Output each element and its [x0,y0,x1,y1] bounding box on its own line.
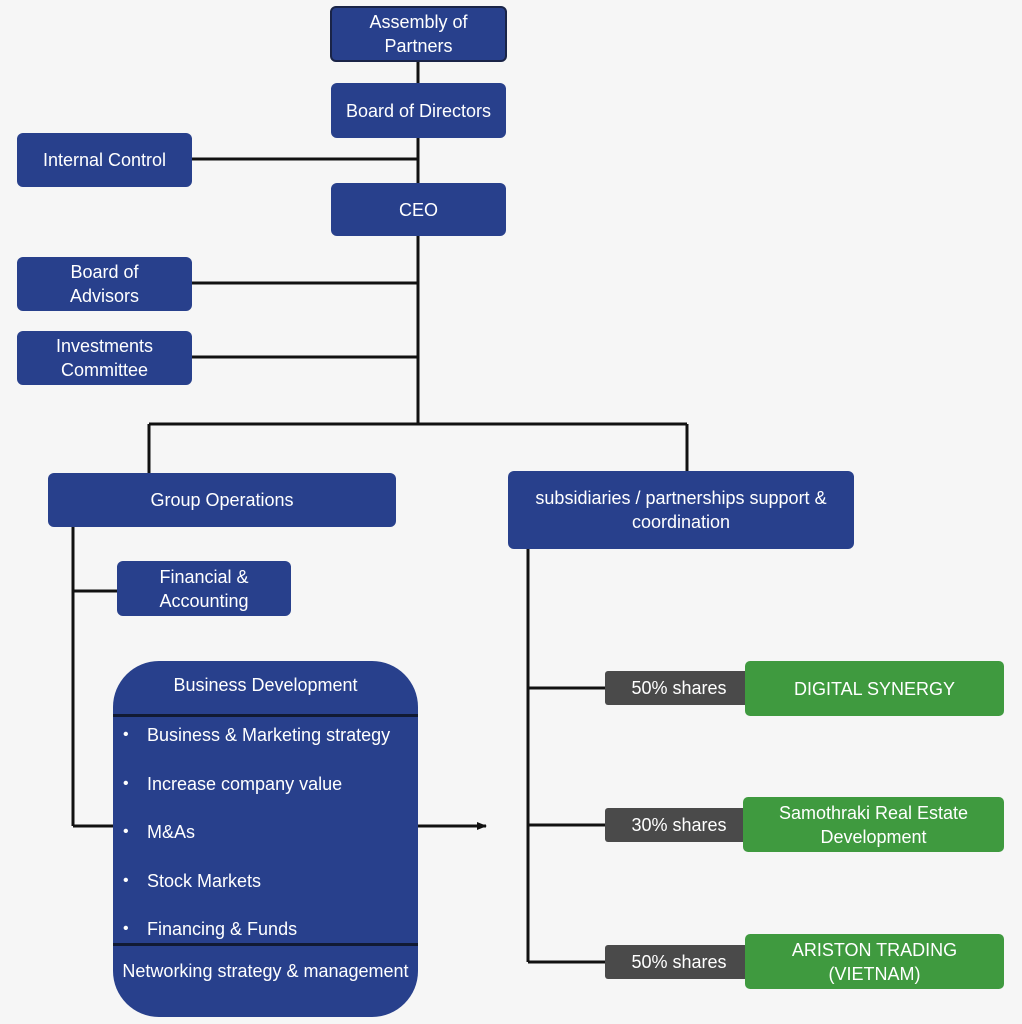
list-item-label: M&As [147,822,196,843]
subsidiary-digital-synergy: DIGITAL SYNERGY [745,661,1004,716]
list-item-label: Business & Marketing strategy [147,725,391,745]
share-badge-ariston: 50% shares [605,945,753,979]
board-of-advisors-box: Board of Advisors [17,257,192,311]
bullet-icon: • [123,823,129,841]
list-item-label: Increase company value [147,773,343,794]
bullet-icon: • [123,774,129,792]
business-development-panel: Business Development • Business & Marketi… [113,661,418,1017]
subsidiary-samothraki: Samothraki Real Estate Development [743,797,1004,852]
subsidiaries-support-box: subsidiaries / partnerships support & co… [508,471,854,549]
business-development-title: Business Development [173,675,358,695]
list-item: • Increase company value [113,768,418,817]
business-development-list: • Business & Marketing strategy • Increase… [113,719,418,962]
group-operations-box: Group Operations [48,473,396,527]
internal-control-box: Internal Control [17,133,192,187]
business-development-footer: Networking strategy & management [122,961,409,981]
share-badge-digital-synergy: 50% shares [605,671,753,705]
bullet-icon: • [123,871,129,889]
list-item: • M&As [113,816,418,865]
list-item: • Stock Markets [113,865,418,914]
list-item-label: Financing & Funds [147,919,298,940]
business-development-top-divider [113,714,418,717]
assembly-of-partners-box: Assembly of Partners [330,6,507,62]
investments-committee-box: Investments Committee [17,331,192,385]
bullet-icon: • [123,726,129,743]
list-item-label: Stock Markets [147,870,262,891]
financial-accounting-box: Financial & Accounting [117,561,291,616]
list-item: • Business & Marketing strategy [113,719,418,768]
share-badge-samothraki: 30% shares [605,808,753,842]
ceo-box: CEO [331,183,506,236]
bullet-icon: • [123,920,129,938]
business-development-bottom-divider [113,943,418,946]
subsidiary-ariston-trading: ARISTON TRADING (VIETNAM) [745,934,1004,989]
board-of-directors-box: Board of Directors [331,83,506,138]
list-item: • Financing & Funds [113,913,418,962]
